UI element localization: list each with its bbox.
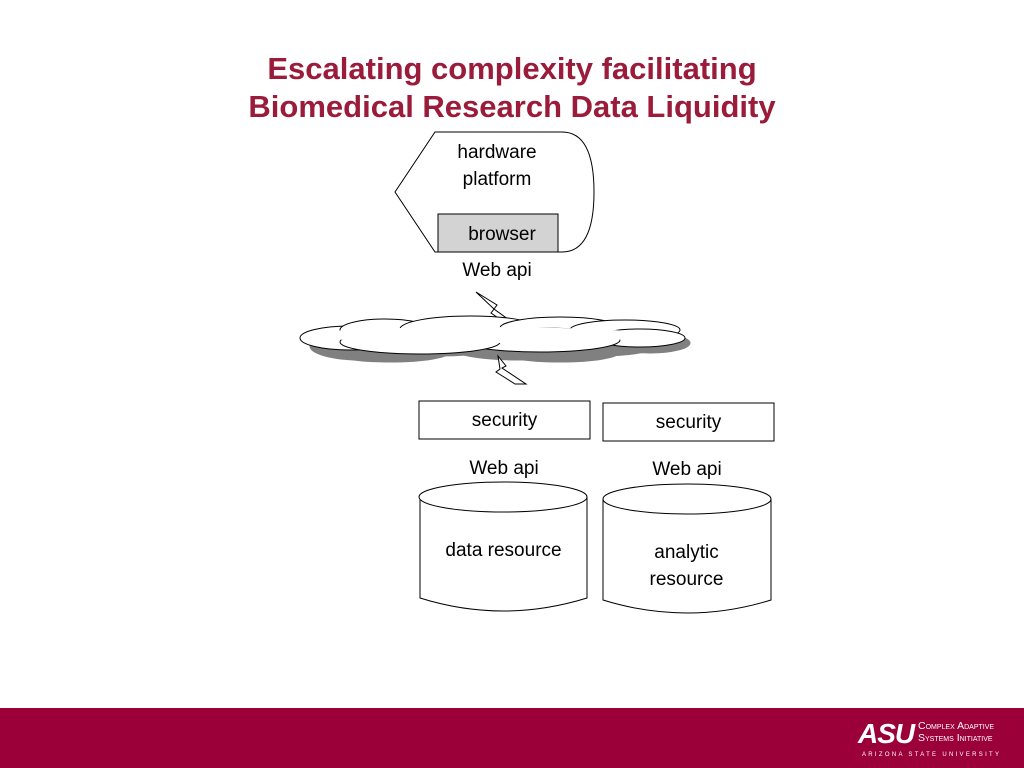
data-resource-label: data resource (420, 537, 587, 564)
browser-label: browser (468, 223, 536, 245)
security-box-1 (418, 400, 591, 440)
asu-logo: ASU (858, 718, 915, 749)
architecture-diagram (299, 131, 775, 614)
initiative-name-line1: Complex Adaptive (918, 720, 995, 732)
analytic-resource-label-line1: analytic (654, 542, 719, 563)
initiative-name-line2: Systems Initiative (918, 732, 993, 744)
analytic-resource-label: analytic resource (603, 539, 770, 593)
hardware-platform-label: hardware platform (432, 139, 562, 193)
initiative-name: Complex Adaptive Systems Initiative (918, 720, 994, 744)
slide-title: Escalating complexity facilitating Biome… (0, 50, 1024, 126)
analytic-resource-label-line2: resource (649, 569, 724, 590)
university-name: ARIZONA STATE UNIVERSITY (862, 752, 1002, 758)
security-box-2 (602, 402, 775, 442)
analytic-web-api-label: Web api (652, 459, 722, 480)
hardware-platform-label-line2: platform (462, 169, 532, 190)
analytic-resource-cylinder (602, 483, 772, 614)
lower-lightning-icon (495, 354, 528, 385)
slide-title-line1: Escalating complexity facilitating (267, 51, 757, 86)
data-web-api-label: Web api (469, 458, 539, 479)
browser-box (437, 213, 559, 253)
slide-title-line2: Biomedical Research Data Liquidity (248, 89, 776, 124)
security-label-1: security (471, 409, 538, 431)
data-resource-label-line1: data resource (445, 540, 562, 561)
footer-band (0, 708, 1024, 768)
security-label-2: security (655, 411, 722, 433)
hardware-platform-label-line1: hardware (457, 142, 537, 163)
data-resource-cylinder (418, 481, 588, 612)
client-web-api-label: Web api (462, 260, 532, 281)
